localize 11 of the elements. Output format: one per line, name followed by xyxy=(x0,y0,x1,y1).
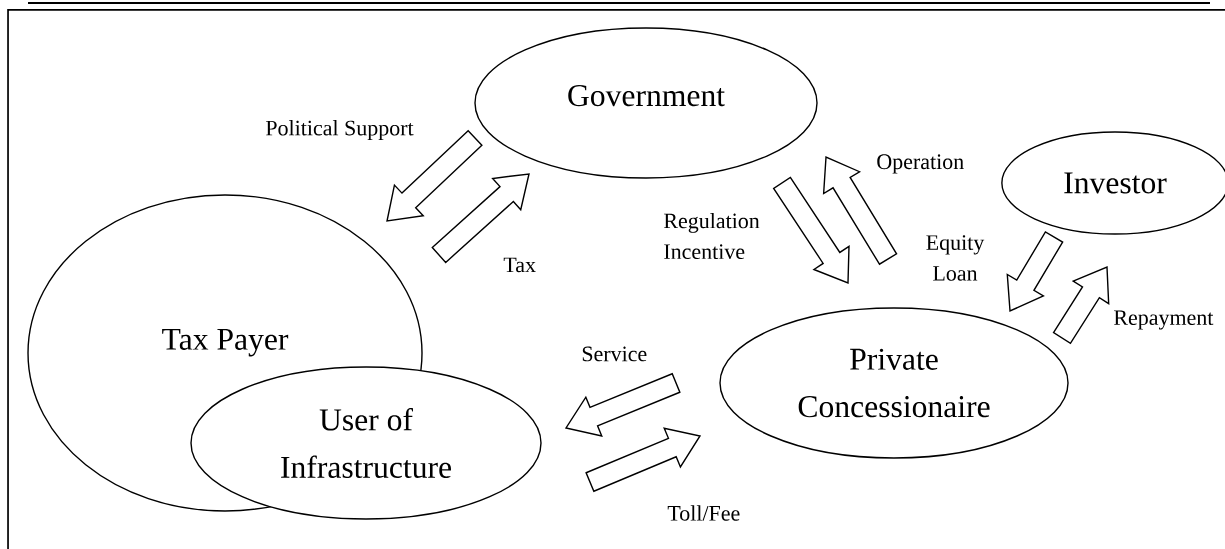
edge-label: Political Support xyxy=(266,120,414,140)
edge-label: Repayment xyxy=(1114,310,1214,330)
block-arrow xyxy=(1052,265,1110,345)
block-arrow xyxy=(431,173,530,264)
block-arrow xyxy=(772,176,850,284)
edge-label: Equity Loan xyxy=(926,235,985,281)
edge-label: Operation xyxy=(877,154,964,174)
edge-label: Service xyxy=(582,346,647,362)
edge-label: Regulation Incentive xyxy=(664,212,760,260)
edge-label: Toll/Fee xyxy=(667,505,740,521)
edge-label: Tax xyxy=(503,257,536,273)
